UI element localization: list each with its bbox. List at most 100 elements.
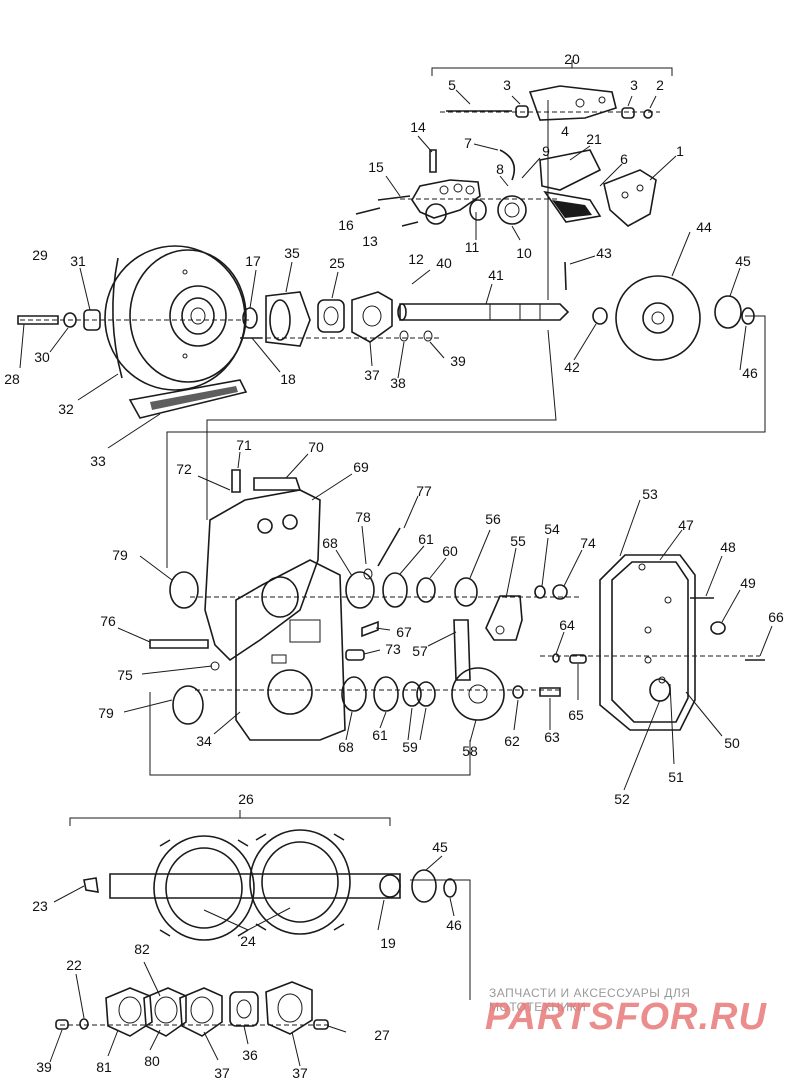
callout-65: 65 [568, 707, 584, 723]
assembly-guides [20, 60, 766, 1026]
callout-19: 19 [380, 935, 396, 951]
callout-78: 78 [355, 509, 371, 525]
callout-30: 30 [34, 349, 50, 365]
callout-46: 46 [742, 365, 758, 381]
callout-31: 31 [70, 253, 86, 269]
callout-66: 66 [768, 609, 784, 625]
callout-23: 23 [32, 898, 48, 914]
callout-10: 10 [516, 245, 532, 261]
callout-47: 47 [678, 517, 694, 533]
callout-57: 57 [412, 643, 428, 659]
callout-73: 73 [385, 641, 401, 657]
callout-59: 59 [402, 739, 418, 755]
callout-72: 72 [176, 461, 192, 477]
callout-70: 70 [308, 439, 324, 455]
callout-29: 29 [32, 247, 48, 263]
callout-28: 28 [4, 371, 20, 387]
callout-8: 8 [496, 161, 504, 177]
track-driveshaft [83, 829, 457, 941]
callout-60: 60 [442, 543, 458, 559]
callout-69: 69 [353, 459, 369, 475]
bearing-flange-set [55, 981, 329, 1037]
callout-61: 61 [418, 531, 434, 547]
callout-42: 42 [564, 359, 580, 375]
callout-5: 5 [448, 77, 456, 93]
callout-11: 11 [465, 239, 480, 255]
callout-49: 49 [740, 575, 756, 591]
callout-68: 68 [322, 535, 338, 551]
callout-26: 26 [238, 791, 254, 807]
callout-20: 20 [564, 51, 580, 67]
callout-1: 1 [676, 143, 684, 159]
callout-45: 45 [432, 839, 448, 855]
callout-24: 24 [240, 933, 256, 949]
callout-25: 25 [329, 255, 345, 271]
callout-39: 39 [450, 353, 466, 369]
callout-71: 71 [236, 437, 252, 453]
callout-6: 6 [620, 151, 628, 167]
callout-13: 13 [362, 233, 378, 249]
callout-44: 44 [696, 219, 712, 235]
callout-3: 3 [630, 77, 638, 93]
callout-56: 56 [485, 511, 501, 527]
callout-46: 46 [446, 917, 462, 933]
callout-75: 75 [117, 667, 133, 683]
callout-22: 22 [66, 957, 82, 973]
callout-74: 74 [580, 535, 596, 551]
callout-16: 16 [338, 217, 354, 233]
callout-34: 34 [196, 733, 212, 749]
callout-33: 33 [90, 453, 106, 469]
callout-27: 27 [374, 1027, 390, 1043]
callout-48: 48 [720, 539, 736, 555]
callout-14: 14 [410, 119, 426, 135]
callout-35: 35 [284, 245, 300, 261]
callout-54: 54 [544, 521, 560, 537]
callout-55: 55 [510, 533, 526, 549]
callout-3: 3 [503, 77, 511, 93]
callout-79: 79 [98, 705, 114, 721]
callout-43: 43 [596, 245, 612, 261]
callout-76: 76 [100, 613, 116, 629]
callout-38: 38 [390, 375, 406, 391]
callout-18: 18 [280, 371, 296, 387]
callout-9: 9 [542, 143, 550, 159]
callout-63: 63 [544, 729, 560, 745]
callout-45: 45 [735, 253, 751, 269]
callout-79: 79 [112, 547, 128, 563]
driveshaft-parts [17, 261, 755, 361]
callout-2: 2 [656, 77, 664, 93]
drive-pulley [104, 245, 248, 419]
callout-82: 82 [134, 941, 150, 957]
callout-39: 39 [36, 1059, 52, 1075]
callout-50: 50 [724, 735, 740, 751]
callout-67: 67 [396, 624, 412, 640]
callout-51: 51 [668, 769, 684, 785]
callout-68: 68 [338, 739, 354, 755]
callout-17: 17 [245, 253, 261, 269]
callout-81: 81 [96, 1059, 112, 1075]
callout-80: 80 [144, 1053, 160, 1069]
callout-15: 15 [368, 159, 384, 175]
chaincase-housing [149, 469, 346, 741]
callout-21: 21 [586, 131, 602, 147]
callout-12: 12 [408, 251, 424, 267]
callout-37: 37 [364, 367, 380, 383]
callout-53: 53 [642, 486, 658, 502]
watermark-tagline: ЗАПЧАСТИ И АКСЕССУАРЫ ДЛЯ МОТОТЕХНИКИ [489, 986, 691, 1014]
callout-64: 64 [559, 617, 575, 633]
callout-61: 61 [372, 727, 388, 743]
brake-linkage-assembly [355, 85, 657, 227]
callout-7: 7 [464, 135, 472, 151]
callout-77: 77 [416, 483, 432, 499]
callout-36: 36 [242, 1047, 258, 1063]
callout-32: 32 [58, 401, 74, 417]
leader-lines [19, 89, 773, 1067]
callout-4: 4 [561, 123, 569, 139]
callout-58: 58 [462, 743, 478, 759]
watermark-logo: PARTSFOR.RU [485, 996, 767, 1038]
callout-40: 40 [436, 255, 452, 271]
callout-52: 52 [614, 791, 630, 807]
callout-41: 41 [488, 267, 504, 283]
